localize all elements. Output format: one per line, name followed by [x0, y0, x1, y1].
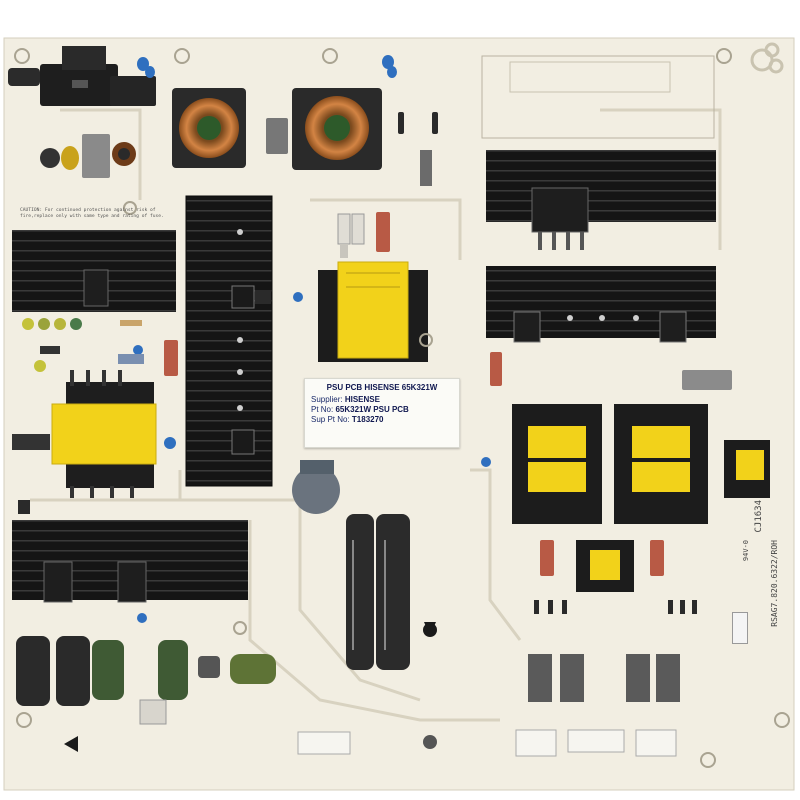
varistor: [292, 466, 340, 514]
input-filter-parts: [40, 134, 136, 178]
mounting-holes: [14, 48, 790, 768]
heatsink-right-top: [486, 150, 716, 222]
electrolytic-capacitors-left: [16, 636, 276, 725]
label-part-row: Pt No: 65K321W PSU PCB: [311, 405, 453, 415]
label-supplier-value: HISENSE: [344, 395, 380, 404]
board-rating-94v: 94V-0: [742, 540, 750, 562]
label-part-key: Pt No:: [311, 405, 334, 414]
transformers-output: [512, 404, 770, 592]
part-label-sticker: PSU PCB HISENSE 65K321W Supplier: HISENS…: [304, 378, 460, 448]
label-supplier-key: Supplier:: [311, 395, 343, 404]
board-code-cj: CJ1634: [754, 500, 764, 533]
small-sticker: [732, 612, 748, 644]
caution-silkscreen: CAUTION: For continued protection agains…: [20, 208, 164, 219]
ac-inlet: [8, 46, 156, 106]
bulk-capacitors: [346, 514, 410, 670]
label-supplier-row: Supplier: HISENSE: [311, 395, 453, 405]
label-sup-part-key: Sup Pt No:: [311, 415, 350, 424]
transformer-standby: [51, 370, 157, 498]
power-resistors: [164, 212, 664, 576]
heatsink-main-transistors: [231, 285, 271, 455]
heatsink-main: [186, 196, 272, 486]
blue-capacitors: [72, 55, 491, 623]
outline-box: [481, 55, 715, 139]
choke-right: [292, 88, 382, 170]
recycle-logo: [750, 42, 784, 74]
label-part-value: 65K321W PSU PCB: [335, 405, 409, 414]
diodes-top: [398, 112, 438, 186]
silkscreen-traces: [30, 108, 722, 722]
label-sup-part-value: T183270: [351, 415, 384, 424]
board-model-number: RSAG7.820.6322/ROH: [770, 540, 779, 627]
choke-left: [172, 88, 246, 168]
connectors-bottom: [297, 729, 677, 757]
label-sup-part-row: Sup Pt No: T183270: [311, 415, 453, 425]
transformer-main: [318, 261, 428, 362]
label-title: PSU PCB HISENSE 65K321W: [326, 383, 438, 392]
small-components-left: [12, 318, 144, 514]
output-diodes: [528, 600, 697, 702]
